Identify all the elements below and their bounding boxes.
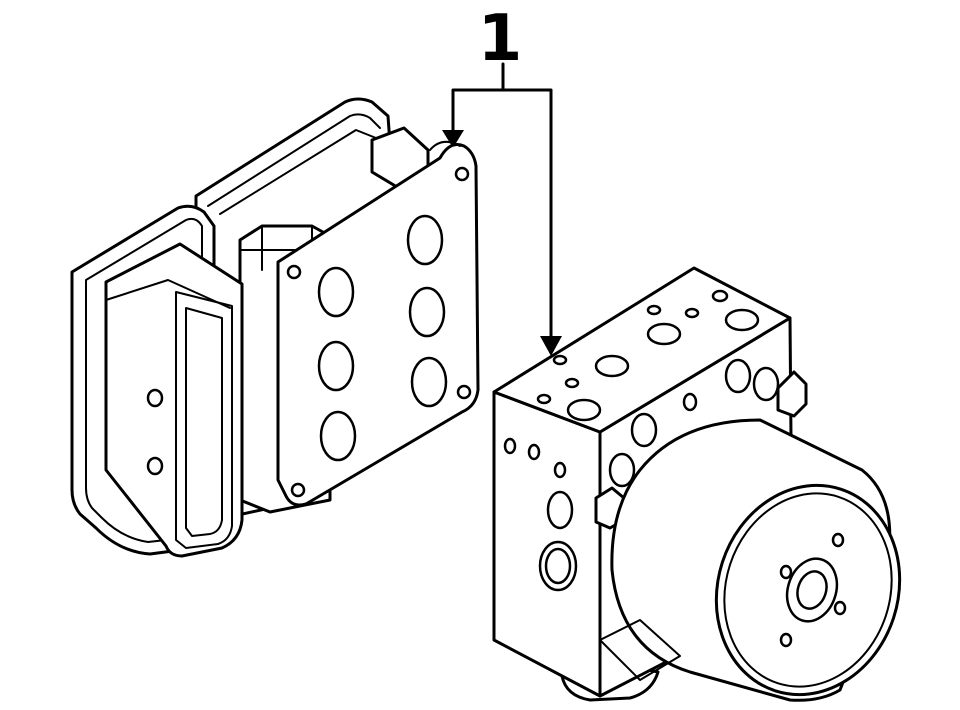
top-hole-10 (566, 398, 602, 422)
side-hole-5 (608, 452, 636, 488)
abs-control-module[interactable] (70, 97, 480, 558)
top-hole-6 (594, 354, 630, 378)
front-hole-1 (503, 437, 517, 455)
abs-hydraulic-unit[interactable] (492, 266, 926, 710)
callout-number: 1 (478, 2, 523, 76)
side-hole-3 (752, 366, 780, 402)
valve-block-top-face (492, 266, 792, 434)
front-port-upper (546, 490, 574, 530)
connector-housing (104, 242, 244, 558)
cap-screw-3 (833, 600, 847, 616)
pump-motor-end-cap-rim (723, 492, 893, 688)
connector-top-edge (105, 279, 231, 309)
connector-screw-hole-upper (146, 388, 164, 408)
motor-mount-flange (599, 619, 681, 681)
top-hole-3 (646, 322, 682, 346)
plate-port-3 (410, 356, 448, 408)
top-hole-8 (564, 377, 580, 389)
connector-screw-hole-lower (146, 456, 164, 476)
module-rear-housing-lip (207, 113, 381, 207)
arrow-head-right (540, 336, 562, 356)
plate-port-4 (317, 266, 355, 318)
top-hole-4 (684, 307, 700, 319)
top-hole-2 (646, 304, 662, 316)
top-hole-5 (724, 308, 760, 332)
plate-screw-hole-top-left (286, 264, 302, 280)
plate-port-2 (408, 286, 446, 338)
front-port-lower-inner (544, 547, 572, 585)
plate-screw-hole-bottom-right (456, 384, 472, 400)
plate-port-5 (317, 340, 355, 392)
side-mounting-tab-right (776, 370, 808, 418)
plate-screw-hole-bottom-left (290, 482, 306, 498)
plate-screw-hole-top-right (454, 166, 470, 182)
cap-screw-1 (831, 532, 845, 548)
module-rear-housing-lip-2 (219, 129, 377, 215)
side-hole-4 (630, 412, 658, 448)
valve-block-front-face (492, 390, 602, 698)
connector-socket-inner (185, 307, 223, 537)
plate-port-1 (406, 214, 444, 266)
cap-screw-2 (779, 564, 793, 580)
cap-screw-4 (779, 632, 793, 648)
callout-leader-lines (451, 62, 553, 342)
side-hole-1 (682, 392, 698, 412)
front-hole-3 (553, 461, 567, 479)
arrow-head-left (442, 130, 464, 148)
top-hole-9 (536, 393, 552, 405)
plate-port-6 (319, 410, 357, 462)
top-hole-1 (711, 289, 729, 303)
top-hole-7 (552, 354, 568, 366)
motor-hub-inner (796, 570, 828, 610)
front-hole-2 (527, 443, 541, 461)
callout-1[interactable]: 1 (442, 2, 562, 356)
module-plate-corner (429, 140, 461, 151)
connector-socket-outer (175, 291, 233, 549)
side-hole-2 (724, 358, 752, 394)
